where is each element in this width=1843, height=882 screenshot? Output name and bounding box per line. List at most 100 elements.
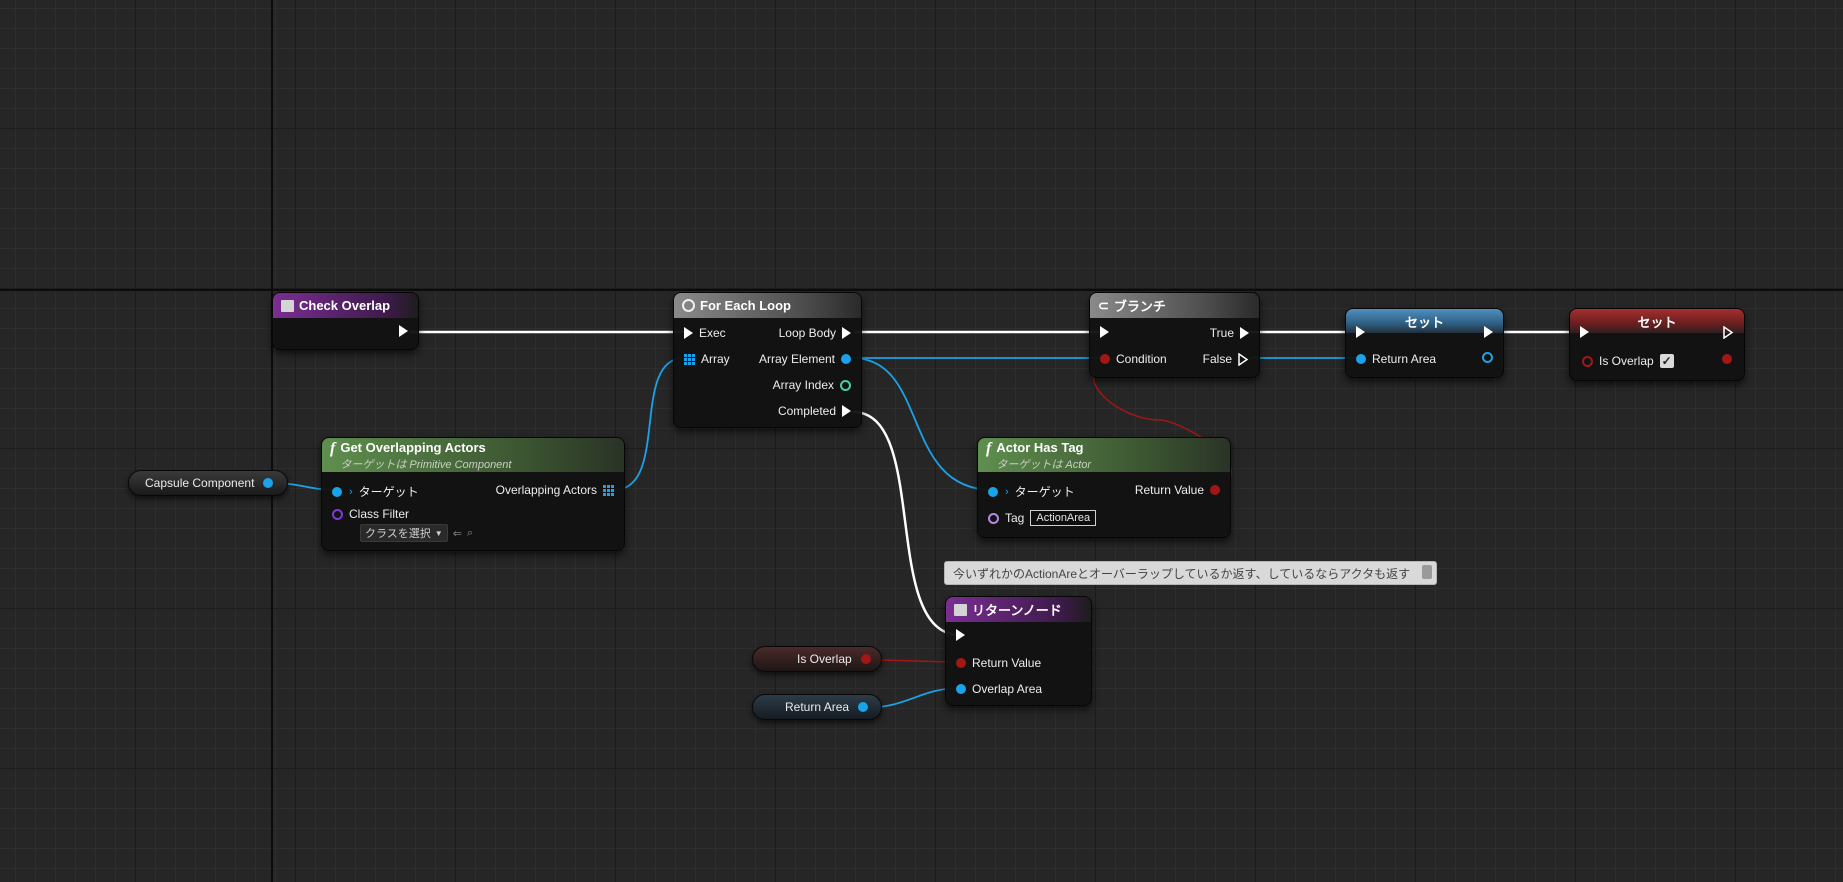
set-overlap-exec-in[interactable] [1580,326,1589,338]
set-return-area-node[interactable]: セット Return Area [1345,308,1504,378]
function-entry-icon [281,299,294,312]
object-pin-icon[interactable] [1356,354,1366,364]
exec-pin-icon[interactable] [1580,326,1589,338]
exec-pin-icon[interactable] [1240,327,1249,339]
bool-pin-icon[interactable] [956,658,966,668]
array-pin-icon[interactable] [603,484,614,496]
exec-pin-icon[interactable] [399,325,408,337]
get-overlapping-actors-node[interactable]: f Get Overlapping Actors ターゲットは Primitiv… [321,437,625,551]
class-select-dropdown[interactable]: クラスを選択▼ [360,524,448,542]
exec-pin-icon[interactable] [1484,326,1493,338]
for-each-completed[interactable]: Completed [778,404,851,418]
target-label: ターゲット [1014,485,1075,499]
get-overlapping-class-filter[interactable]: Class Filter [332,507,409,521]
for-each-array-element[interactable]: Array Element [759,352,851,366]
bool-pin-icon[interactable] [1722,354,1732,364]
for-each-exec-in[interactable]: Exec [684,326,726,340]
bool-pin-icon[interactable] [860,654,871,664]
arrow-icon: › [1005,485,1009,498]
object-pin-empty-icon[interactable] [1482,352,1493,363]
exec-pin-icon[interactable] [684,327,693,339]
return-value-input[interactable]: Return Value [956,656,1041,670]
loop-body-label: Loop Body [778,326,836,340]
return-node-title: リターンノード [972,603,1062,618]
exec-pin-empty-icon[interactable] [1723,326,1734,339]
for-each-loop-body[interactable]: Loop Body [779,326,851,340]
comment-pin-icon[interactable] [1422,565,1432,579]
is-overlap-checkbox[interactable]: ✓ [1659,354,1674,368]
false-label: False [1202,352,1232,366]
is-overlap-getter[interactable]: Is Overlap [752,646,882,672]
get-overlapping-actors-header: f Get Overlapping Actors ターゲットは Primitiv… [322,438,624,472]
class-pin-icon[interactable] [332,508,343,520]
for-each-array-index[interactable]: Array Index [773,378,851,392]
object-pin-icon[interactable] [956,684,966,694]
int-pin-icon[interactable] [840,379,851,391]
object-pin-icon[interactable] [332,486,342,497]
overlapping-actors-output[interactable]: Overlapping Actors [496,483,614,497]
exec-pin-icon[interactable] [1356,326,1365,338]
exec-pin-icon[interactable] [842,405,851,417]
exec-pin-icon[interactable] [842,327,851,339]
set-return-exec-in[interactable] [1356,326,1365,338]
branch-exec-in[interactable] [1100,326,1109,338]
set-is-overlap-node[interactable]: セット Is Overlap✓ [1569,308,1745,381]
branch-true[interactable]: True [1210,326,1249,340]
true-label: True [1209,326,1234,340]
for-each-loop-header: For Each Loop [674,293,861,318]
is-overlap-label: Is Overlap [1599,354,1654,368]
array-pin-icon[interactable] [684,353,695,365]
branch-node[interactable]: ⊂ ブランチ Condition True False [1089,292,1260,378]
set-return-area-header: セット [1346,309,1503,333]
name-pin-icon[interactable] [988,512,999,524]
object-pin-icon[interactable] [988,486,998,497]
bool-pin-icon[interactable] [1100,354,1110,364]
overlap-area-label: Overlap Area [972,682,1043,696]
exec-wire-completed [852,410,961,637]
check-overlap-node[interactable]: Check Overlap [272,292,419,350]
set-overlap-exec-out[interactable] [1723,326,1734,339]
object-pin-icon[interactable] [841,354,851,364]
browse-search-icon[interactable]: ⌕ [466,526,474,539]
class-filter-picker[interactable]: クラスを選択▼ ⇐ ⌕ [360,524,473,542]
set-return-exec-out[interactable] [1484,326,1493,338]
set-return-area-output[interactable] [1482,352,1493,363]
capsule-component-label: Capsule Component [145,476,255,490]
overlap-area-input[interactable]: Overlap Area [956,682,1042,696]
use-selected-arrow-icon[interactable]: ⇐ [452,527,462,540]
branch-condition[interactable]: Condition [1100,352,1167,366]
for-each-loop-node[interactable]: For Each Loop Exec Array Loop Body Array… [673,292,862,428]
check-overlap-title: Check Overlap [299,298,391,313]
set-is-overlap-input[interactable]: Is Overlap ✓ [1582,354,1674,368]
get-overlapping-target[interactable]: ›ターゲット [332,483,419,500]
tag-value-input[interactable]: ActionArea [1030,510,1097,526]
set-is-overlap-output[interactable] [1722,354,1732,364]
check-overlap-header: Check Overlap [273,293,418,318]
wire-overlapping [613,357,685,491]
set-return-area-input[interactable]: Return Area [1356,352,1436,366]
branch-icon: ⊂ [1098,297,1109,313]
branch-false[interactable]: False [1203,352,1249,366]
function-icon: f [986,440,992,457]
comment-text: 今いずれかのActionAreとオーバーラップしているか返す、しているならアクタ… [953,566,1411,581]
capsule-component-getter[interactable]: Capsule Component [128,470,288,496]
comment-bubble[interactable]: 今いずれかのActionAreとオーバーラップしているか返す、しているならアクタ… [944,561,1437,585]
check-overlap-exec-out[interactable] [399,325,408,337]
return-exec-in[interactable] [956,629,965,641]
actor-has-tag-target[interactable]: › ターゲット [988,483,1075,500]
bool-pin-empty-icon[interactable] [1582,355,1593,367]
wire-element-has-tag [851,357,994,491]
actor-has-tag-return[interactable]: Return Value [1135,483,1220,497]
exec-pin-empty-icon[interactable] [1238,352,1249,366]
for-each-array-in[interactable]: Array [684,352,730,366]
function-result-icon [954,603,967,616]
bool-pin-icon[interactable] [1210,485,1220,495]
return-area-getter[interactable]: Return Area [752,694,882,720]
object-pin-icon[interactable] [858,702,869,712]
object-pin-icon[interactable] [263,478,274,488]
return-node[interactable]: リターンノード Return Value Overlap Area [945,596,1092,706]
exec-pin-icon[interactable] [956,629,965,641]
exec-pin-icon[interactable] [1100,326,1109,338]
